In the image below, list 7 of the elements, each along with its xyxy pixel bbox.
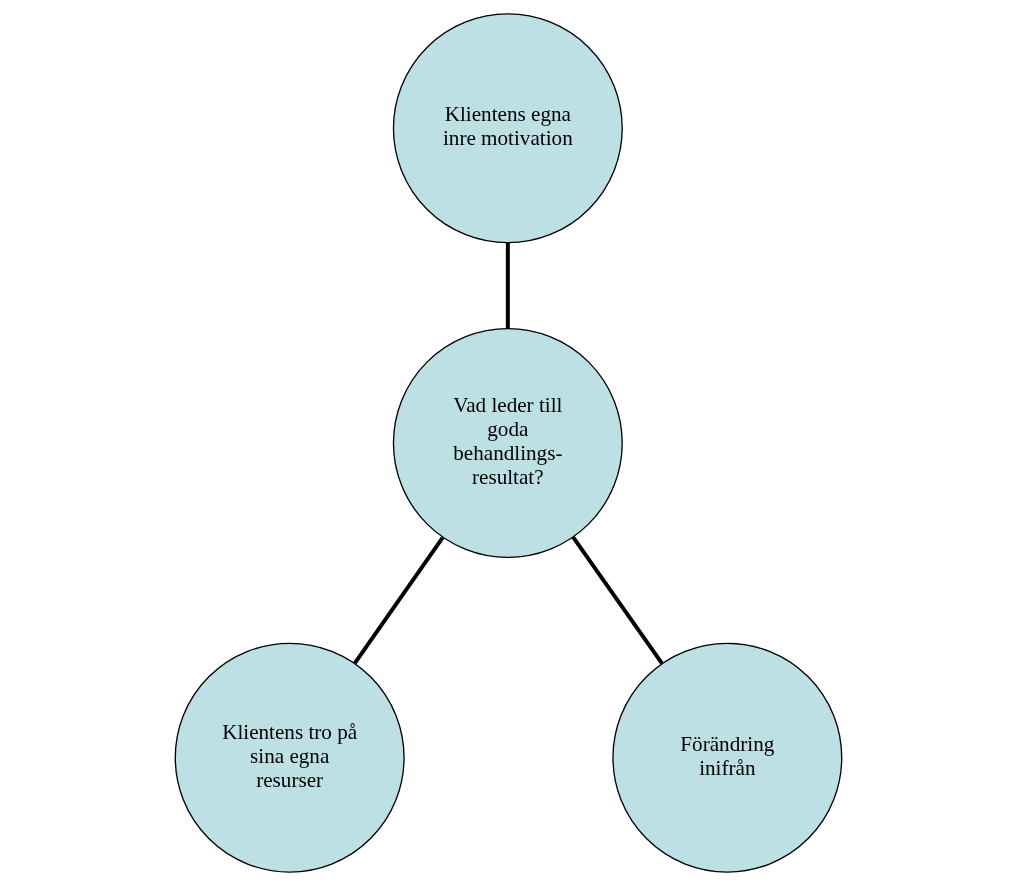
node-circle: Klientens egna inre motivation bbox=[392, 13, 623, 244]
connector bbox=[353, 536, 445, 665]
node-circle: Klientens tro på sina egna resurser bbox=[174, 642, 405, 873]
node-circle: Förändring inifrån bbox=[612, 642, 843, 873]
connector bbox=[505, 242, 510, 329]
node-circle: Vad leder till goda behandlings- resultat? bbox=[392, 327, 623, 559]
connector bbox=[571, 535, 664, 665]
